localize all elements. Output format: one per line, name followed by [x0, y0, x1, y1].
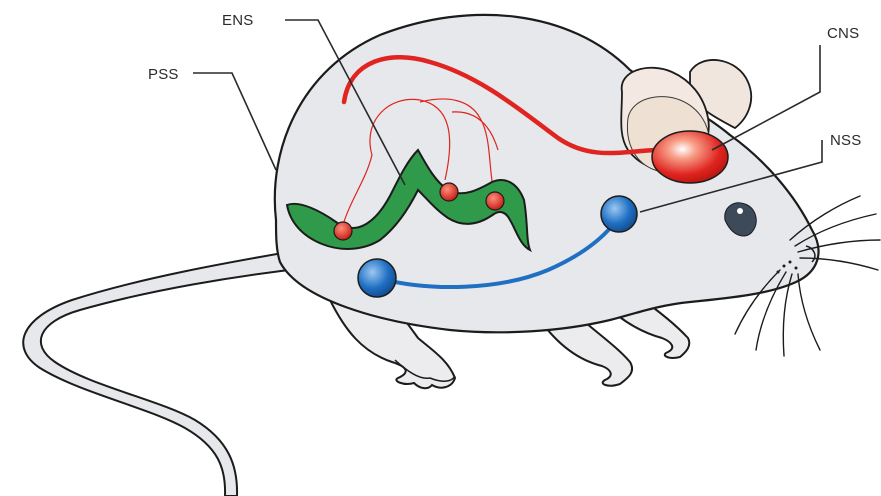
- nss-node-head: [601, 196, 637, 232]
- mouse-body: [275, 15, 819, 332]
- ens-node-2: [440, 183, 458, 201]
- mouse-tail: [23, 250, 306, 496]
- ens-label: ENS: [222, 12, 253, 29]
- cns-label: CNS: [827, 25, 859, 42]
- nss-node-body: [358, 259, 396, 297]
- ens-node-1: [334, 222, 352, 240]
- pss-label: PSS: [148, 66, 179, 83]
- eye-highlight: [737, 208, 743, 214]
- nss-label: NSS: [830, 132, 861, 149]
- cns-node: [652, 131, 728, 183]
- pss-leader: [193, 73, 276, 170]
- ens-node-3: [486, 192, 504, 210]
